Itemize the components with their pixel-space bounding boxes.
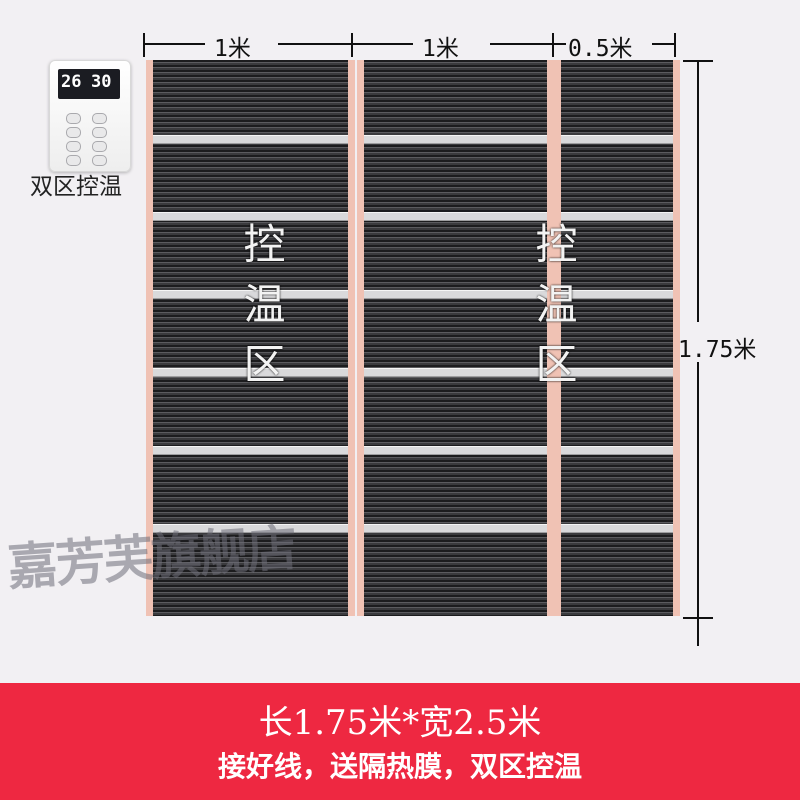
dimension-tick	[552, 33, 554, 57]
film-separator	[153, 290, 348, 299]
dimension-tick	[143, 33, 145, 57]
film-separator	[561, 446, 673, 455]
film-separator	[561, 135, 673, 144]
size-spec-text: 长1.75米*宽2.5米	[258, 703, 542, 743]
zone-label-right: 控温区	[529, 222, 578, 402]
right-zone-temperature: 30	[91, 72, 112, 92]
left-zone-button	[66, 141, 81, 152]
heating-film-panel-1: 控温区	[146, 60, 355, 616]
heating-strips	[561, 60, 673, 616]
film-separator	[153, 368, 348, 377]
heating-strips	[364, 60, 547, 616]
film-separator	[561, 524, 673, 533]
width-label-2: 1米	[422, 36, 459, 62]
film-separator	[153, 212, 348, 221]
heating-strips	[153, 60, 348, 616]
dimension-line	[652, 43, 674, 45]
thermostat-display: 26 30	[58, 69, 120, 99]
left-zone-temperature: 26	[61, 72, 82, 92]
left-zone-button	[66, 127, 81, 138]
film-separator	[364, 135, 547, 144]
film-separator	[153, 524, 348, 533]
left-zone-button	[66, 155, 81, 166]
package-info-text: 接好线，送隔热膜，双区控温	[217, 750, 582, 783]
dimension-line	[697, 60, 699, 322]
dimension-line	[143, 43, 205, 45]
height-label: 1.75米	[678, 337, 757, 363]
thermostat-controller: 26 30	[49, 60, 131, 172]
dimension-tick	[674, 33, 676, 57]
dimension-line	[351, 43, 413, 45]
dual-zone-caption: 双区控温	[30, 174, 122, 200]
right-zone-button	[92, 127, 107, 138]
film-separator	[561, 212, 673, 221]
heating-film-panel-2	[357, 60, 554, 616]
film-separator	[364, 446, 547, 455]
width-label-3: 0.5米	[568, 36, 633, 62]
right-zone-button	[92, 141, 107, 152]
right-zone-button	[92, 113, 107, 124]
heating-film-panel-3	[554, 60, 680, 616]
film-separator	[153, 135, 348, 144]
dimension-line	[490, 43, 552, 45]
dimension-line	[278, 43, 351, 45]
zone-label-left: 控温区	[237, 222, 286, 402]
film-separator	[364, 524, 547, 533]
left-zone-button	[66, 113, 81, 124]
dimension-tick	[351, 33, 353, 57]
film-separator	[561, 290, 673, 299]
dimension-line	[697, 362, 699, 646]
info-banner: 长1.75米*宽2.5米 接好线，送隔热膜，双区控温	[0, 683, 800, 800]
width-label-1: 1米	[214, 36, 251, 62]
film-separator	[364, 290, 547, 299]
right-zone-button	[92, 155, 107, 166]
film-separator	[364, 368, 547, 377]
film-separator	[153, 446, 348, 455]
film-separator	[561, 368, 673, 377]
dimension-line	[552, 43, 566, 45]
film-separator	[364, 212, 547, 221]
